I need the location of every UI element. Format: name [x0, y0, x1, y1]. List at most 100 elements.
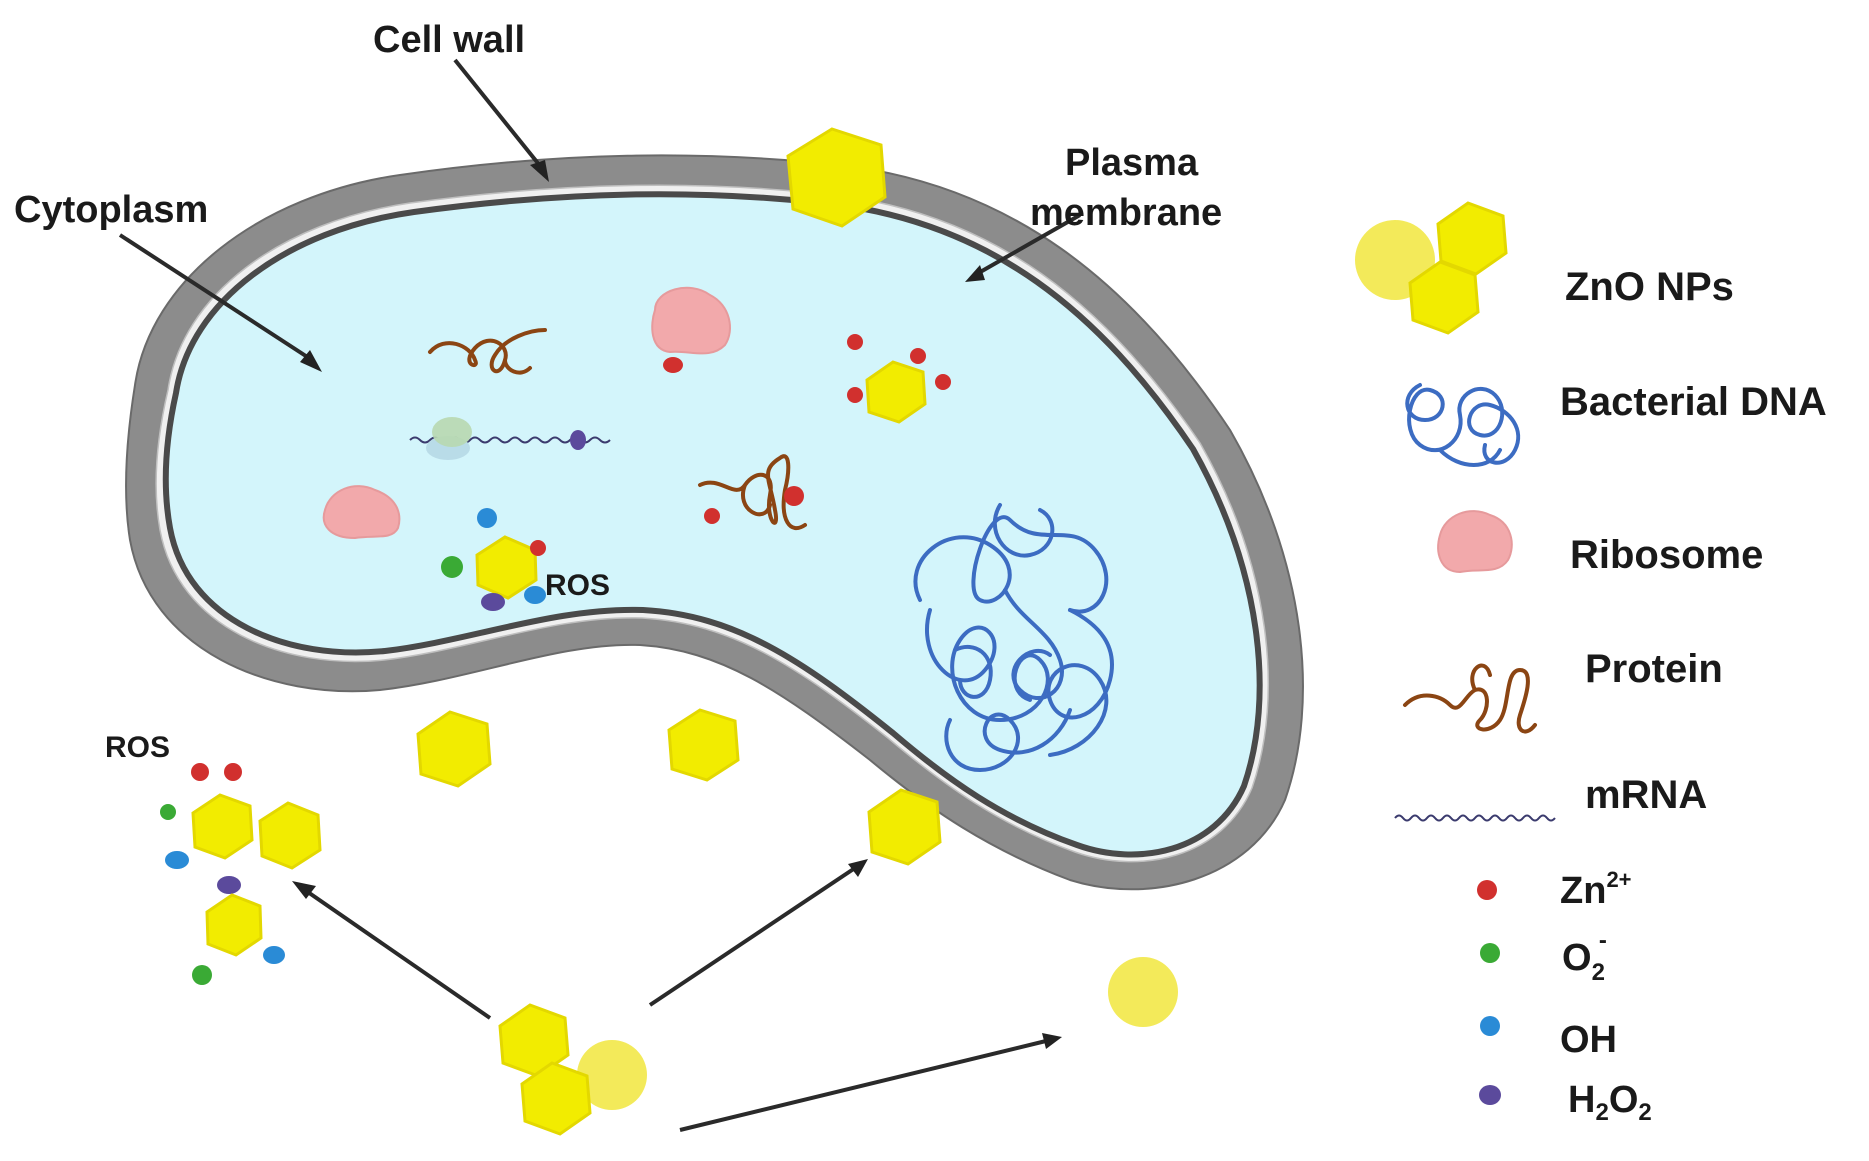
zn-ion-inside-ros: [530, 540, 546, 556]
o2-radical-outside-2: [192, 965, 212, 985]
legend-zn-sup: 2+: [1606, 867, 1631, 892]
ros-outside-cluster: ROS: [105, 731, 322, 985]
oh-radical-inside-1: [477, 508, 497, 528]
zno-hexagon-ros-outside-1: [191, 793, 254, 860]
legend-h2o2-sub1: 2: [1595, 1099, 1608, 1126]
legend-zn-dot: [1477, 880, 1497, 900]
zno-sphere-free: [1108, 957, 1178, 1027]
plasma-membrane-label-line1: Plasma: [1065, 142, 1199, 184]
legend-oh-dot: [1480, 1016, 1500, 1036]
legend-ribosome-label: Ribosome: [1570, 533, 1763, 577]
legend-dna: Bacterial DNA: [1405, 380, 1827, 467]
legend: ZnO NPs Bacterial DNA Ribosome Protein m…: [1355, 201, 1827, 1126]
h2o2-on-mrna: [570, 430, 586, 450]
cell-wall-arrowhead: [530, 160, 549, 182]
legend-dna-icon: [1405, 383, 1521, 467]
legend-mrna-icon: [1394, 814, 1556, 822]
legend-zno-hexagon-1: [1436, 201, 1508, 276]
legend-h2o2-dot: [1479, 1085, 1501, 1105]
zn-ion-1: [847, 334, 863, 350]
cytoplasm-arrowhead: [300, 350, 322, 372]
legend-mrna: mRNA: [1394, 773, 1707, 822]
legend-zno-hexagon-2: [1408, 260, 1480, 335]
arrow-to-ros-head: [292, 881, 316, 899]
legend-h2o2: H2O2: [1479, 1079, 1652, 1126]
zno-hexagon-ros-outside-3: [205, 893, 263, 957]
legend-mrna-label: mRNA: [1585, 773, 1707, 817]
legend-h2o2-sub2: 2: [1638, 1099, 1651, 1126]
zn-ion-outside-2: [224, 763, 242, 781]
ros-outside-label: ROS: [105, 731, 170, 764]
legend-zno-label: ZnO NPs: [1565, 265, 1734, 309]
legend-h2o2-h: H: [1568, 1079, 1595, 1121]
arrow-to-sphere-head: [1042, 1033, 1062, 1049]
h2o2-inside: [481, 593, 505, 611]
zno-hexagon-source-2: [520, 1061, 592, 1136]
legend-zno: ZnO NPs: [1355, 201, 1734, 335]
zn-ion-3: [935, 374, 951, 390]
zno-on-wall: [416, 127, 942, 866]
h2o2-outside-1: [217, 876, 241, 894]
legend-protein-icon: [1403, 663, 1537, 734]
arrow-to-wall: [648, 864, 860, 1007]
zno-hexagon-wall-top: [786, 127, 887, 228]
zn-ion-4: [847, 387, 863, 403]
arrow-to-sphere: [679, 1038, 1051, 1132]
legend-o2: O2 -: [1480, 927, 1607, 986]
legend-h2o2-label: H2O2: [1568, 1079, 1652, 1126]
legend-h2o2-o: O: [1609, 1079, 1639, 1121]
zn-ion-2: [910, 348, 926, 364]
legend-o2-sub: 2: [1592, 959, 1605, 986]
legend-ribosome-icon: [1437, 510, 1513, 574]
zno-source-cluster: [292, 859, 1178, 1136]
zno-hexagon-inside-1: [865, 360, 927, 424]
legend-oh-label: OH: [1560, 1019, 1617, 1061]
zn-ion-protein-2: [704, 508, 720, 524]
legend-dna-label: Bacterial DNA: [1560, 380, 1827, 424]
membrane-pointer: [974, 213, 1081, 277]
zno-hexagon-ros-outside-2: [258, 801, 322, 870]
zno-hexagon-outside-1: [416, 710, 492, 788]
oh-radical-inside-2: [524, 586, 546, 604]
legend-zn-label: Zn2+: [1560, 867, 1632, 912]
cytoplasm-contents: ROS: [322, 286, 951, 611]
annotation-arrows: [118, 58, 1081, 372]
legend-o2-dot: [1480, 943, 1500, 963]
legend-o2-base: O: [1562, 937, 1592, 979]
legend-zn: Zn2+: [1477, 867, 1632, 912]
oh-radical-outside-1: [165, 851, 189, 869]
ribosome-1: [651, 286, 731, 355]
cell-wall-label: Cell wall: [373, 19, 525, 61]
mrna-ribosome-large: [432, 417, 472, 447]
legend-oh: OH: [1480, 1016, 1617, 1061]
diagram-labels: Cell wall Plasma membrane Cytoplasm: [14, 19, 1222, 234]
legend-o2-label: O2 -: [1562, 927, 1607, 986]
arrow-to-wall-head: [848, 859, 868, 877]
plasma-membrane-label-line2: membrane: [1030, 192, 1222, 234]
cytoplasm-pointer: [118, 233, 314, 362]
legend-protein: Protein: [1403, 647, 1723, 734]
zno-sphere-source: [577, 1040, 647, 1110]
cytoplasm-label: Cytoplasm: [14, 189, 208, 231]
cell-wall-pointer: [453, 58, 547, 174]
arrow-to-ros: [300, 886, 492, 1020]
membrane-arrowhead: [965, 265, 985, 282]
zn-ion-outside-1: [191, 763, 209, 781]
bacterial-dna-inside: [913, 503, 1114, 773]
o2-radical-outside-1: [160, 804, 176, 820]
zn-ion-ribosome: [663, 357, 683, 373]
legend-zn-base: Zn: [1560, 870, 1606, 912]
legend-protein-label: Protein: [1585, 647, 1723, 691]
legend-o2-sup: -: [1599, 927, 1607, 954]
oh-radical-outside-2: [263, 946, 285, 964]
zn-ion-protein-1: [784, 486, 804, 506]
zno-hexagon-outside-2: [667, 708, 740, 782]
ros-inside-label: ROS: [545, 569, 610, 602]
o2-radical-inside: [441, 556, 463, 578]
protein-1: [428, 328, 547, 375]
ribosome-2: [322, 485, 401, 540]
protein-2: [698, 454, 807, 531]
legend-ribosome: Ribosome: [1437, 510, 1763, 577]
